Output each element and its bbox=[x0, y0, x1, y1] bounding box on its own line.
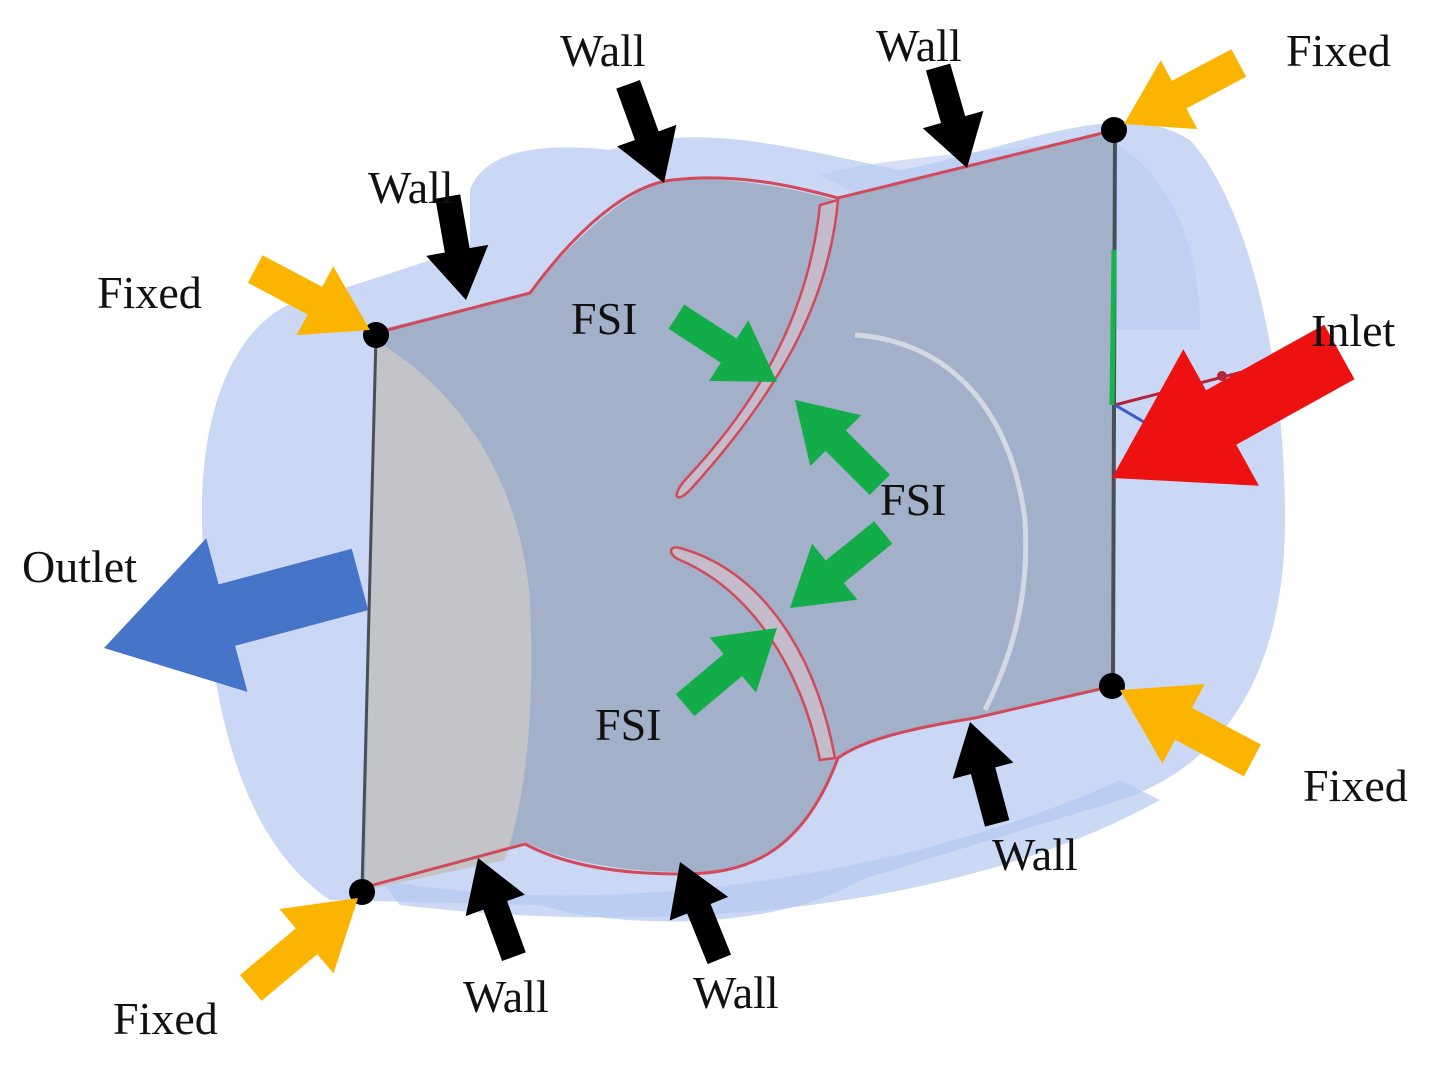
bottom-boundary-line bbox=[361, 684, 1114, 890]
labels: Wall Wall Wall Fixed Fixed FSI Inlet FSI… bbox=[22, 20, 1408, 1044]
wall-label-top-left: Wall bbox=[368, 162, 454, 213]
wall-label-bottom-right: Wall bbox=[992, 829, 1078, 880]
outlet-edge bbox=[360, 334, 378, 891]
internal-surface-curve bbox=[854, 332, 1029, 712]
outlet-label: Outlet bbox=[22, 541, 137, 592]
inlet-label: Inlet bbox=[1311, 305, 1396, 356]
upper-leaflet bbox=[675, 198, 840, 499]
vessel-body: z bbox=[201, 122, 1286, 922]
wall-label-top-right: Wall bbox=[876, 20, 962, 71]
outer-body-lower bbox=[380, 780, 1160, 918]
wall-label-bottom-left: Wall bbox=[463, 971, 549, 1022]
fixed-points bbox=[349, 117, 1127, 905]
fixed-label-bottom-right: Fixed bbox=[1303, 760, 1408, 811]
wall-label-top-middle: Wall bbox=[560, 25, 646, 76]
fsi-label-lower: FSI bbox=[595, 699, 661, 750]
inlet-edge bbox=[1111, 129, 1117, 687]
fixed-label-bottom-left: Fixed bbox=[113, 993, 218, 1044]
fixed-point-top-right bbox=[1101, 117, 1127, 143]
fixed-point-top-left bbox=[363, 322, 389, 348]
fixed-label-top-left: Fixed bbox=[97, 267, 202, 318]
lower-leaflet bbox=[669, 546, 837, 762]
fsi-label-upper: FSI bbox=[571, 293, 637, 344]
wall-label-bottom-middle: Wall bbox=[693, 967, 779, 1018]
section-face bbox=[362, 130, 1115, 887]
fixed-point-bottom-right bbox=[1099, 673, 1125, 699]
fixed-label-top-right: Fixed bbox=[1286, 25, 1391, 76]
outlet-face bbox=[365, 340, 532, 890]
top-boundary-line bbox=[375, 128, 1116, 335]
fsi-label-middle: FSI bbox=[880, 474, 946, 525]
